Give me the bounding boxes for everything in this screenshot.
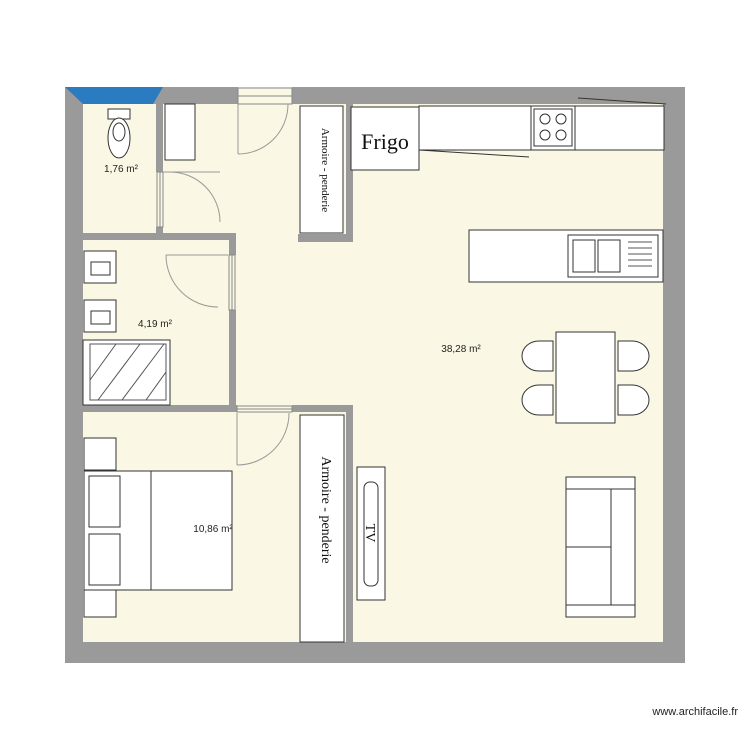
window [65, 87, 163, 104]
fridge-label: Frigo [361, 129, 409, 154]
shower [82, 339, 171, 406]
interior-walls [83, 104, 353, 642]
door-frames [156, 87, 293, 413]
cabinet-door-line-2 [577, 97, 667, 105]
toilet [107, 108, 131, 159]
tv-label: TV [362, 524, 377, 543]
bathroom-area-label: 4,19 m² [138, 319, 173, 330]
dining-chairs [521, 340, 650, 416]
cooktop [533, 108, 573, 147]
wc-cabinet [164, 103, 196, 161]
sofa [565, 476, 636, 618]
fridge [350, 106, 420, 171]
wardrobe-top-label: Armoire - penderie [319, 128, 331, 212]
door-swings [163, 103, 290, 466]
wardrobe-bottom-label: Armoire - penderie [318, 456, 333, 563]
watermark: www.archifacile.fr [652, 706, 738, 718]
nightstands [83, 437, 117, 618]
cabinet-door-line [418, 149, 530, 158]
bedroom-area-label: 10,86 m² [193, 524, 233, 535]
wardrobe-top [299, 105, 344, 234]
kitchen-sink [567, 234, 659, 278]
bathroom-sinks [83, 250, 117, 333]
wc-area-label: 1,76 m² [104, 164, 139, 175]
dining-table [555, 331, 616, 424]
wardrobe-bottom [299, 414, 345, 643]
bed [83, 470, 233, 591]
living-area-label: 38,28 m² [441, 344, 481, 355]
tv-unit [356, 466, 386, 601]
